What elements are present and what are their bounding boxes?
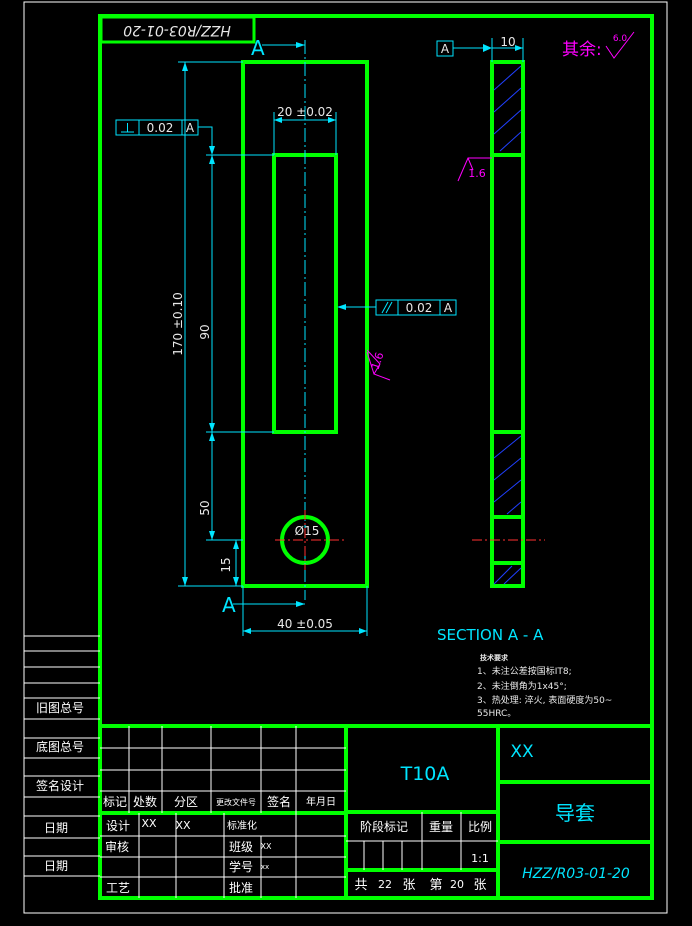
tb-header-zone: 分区: [174, 795, 198, 809]
dim-hole-dia: Ø15: [295, 524, 320, 538]
front-view: [241, 40, 369, 600]
sheet-border: [23, 1, 668, 914]
dim-thickness: 10: [500, 35, 515, 49]
tb-sheet-num: 20: [450, 878, 464, 891]
parallelism-datum: A: [444, 301, 453, 315]
tb-sheet-total: 22: [378, 878, 392, 891]
section-mark-top: A: [251, 36, 265, 60]
tb-student-v: xx: [261, 863, 269, 871]
tb-company: XX: [510, 742, 534, 762]
tech-note-3: 3、热处理: 淬火, 表面硬度为50~: [477, 694, 612, 706]
tb-design: 设计: [106, 819, 130, 833]
code-box: [99, 15, 256, 44]
dim-slot-width: 20 ±0.02: [277, 105, 333, 119]
tb-sheet-unit1: 张: [402, 878, 415, 893]
side-label-base-number: 底图总号: [36, 739, 84, 754]
tb-class-v: XX: [261, 842, 272, 851]
parallelism-value: 0.02: [406, 301, 433, 315]
tb-header-sign: 签名: [267, 794, 291, 809]
tb-material: T10A: [400, 763, 450, 785]
tech-note-2: 2、未注倒角为1x45°;: [477, 680, 567, 692]
perpendicularity-frame: [115, 119, 215, 155]
tb-sheet-num-prefix: 第: [429, 878, 442, 893]
parallelism-frame: [337, 299, 457, 316]
tb-header-count: 处数: [133, 794, 157, 809]
tb-drawing-code: HZZ/R03-01-20: [522, 866, 630, 882]
tech-note-4: 55HRC。: [477, 709, 516, 719]
tb-process: 工艺: [106, 881, 130, 895]
roughness-section-value: 1.6: [468, 167, 486, 180]
tb-class: 班级: [229, 840, 253, 854]
roughness-symbol-front: [366, 349, 391, 381]
dim-hole-bottom: 15: [219, 557, 233, 572]
dim-width: 40 ±0.05: [277, 617, 333, 631]
tb-scale: 1:1: [471, 852, 489, 865]
dim-slot-height: 90: [198, 324, 212, 339]
section-label: SECTION A - A: [437, 626, 544, 644]
roughness-front-value: 1.6: [369, 351, 387, 372]
side-label-old-number: 旧图总号: [36, 701, 84, 715]
code-box-text: HZZ/R03-01-20: [123, 22, 231, 38]
title-block: [100, 724, 652, 898]
side-label-sign-design: 签名设计: [36, 778, 84, 793]
tb-design-v2: XX: [175, 819, 191, 832]
perpendicularity-value: 0.02: [147, 121, 174, 135]
section-mark-bottom: A: [222, 593, 236, 617]
tb-sheet-unit2: 张: [473, 878, 486, 893]
side-table: [24, 635, 100, 877]
section-outline: [490, 60, 525, 588]
tb-ratio: 比例: [468, 820, 492, 834]
tb-header-change-doc: 更改文件号: [216, 797, 256, 807]
perpendicularity-datum: A: [186, 121, 195, 135]
tech-note-1: 1、未注公差按国标IT8;: [477, 665, 572, 677]
side-label-date-1: 日期: [44, 821, 68, 835]
roughness-rest-value: 6.0: [613, 34, 628, 44]
tb-review: 审核: [105, 839, 129, 854]
tb-design-v1: XX: [141, 817, 157, 830]
roughness-symbol-rest: [605, 31, 635, 59]
tb-header-date: 年月日: [306, 795, 336, 808]
roughness-rest-label: 其余:: [562, 40, 602, 60]
datum-label: A: [441, 42, 450, 56]
section-view: [472, 60, 545, 588]
tech-notes-title: 技术要求: [480, 653, 509, 662]
tb-standard: 标准化: [227, 819, 257, 832]
tb-weight: 重量: [429, 820, 453, 834]
tb-sheet-total-prefix: 共: [354, 878, 367, 893]
dim-total-height: 170 ±0.10: [171, 292, 185, 356]
tb-stage: 阶段标记: [360, 819, 408, 834]
tb-approve: 批准: [229, 880, 253, 895]
side-label-date-2: 日期: [44, 859, 68, 873]
tb-part-name: 导套: [555, 801, 595, 825]
dim-hole-center: 50: [198, 500, 212, 515]
tb-student: 学号: [229, 859, 253, 874]
tb-header-mark: 标记: [103, 795, 127, 809]
drawing-frame: [98, 14, 654, 900]
